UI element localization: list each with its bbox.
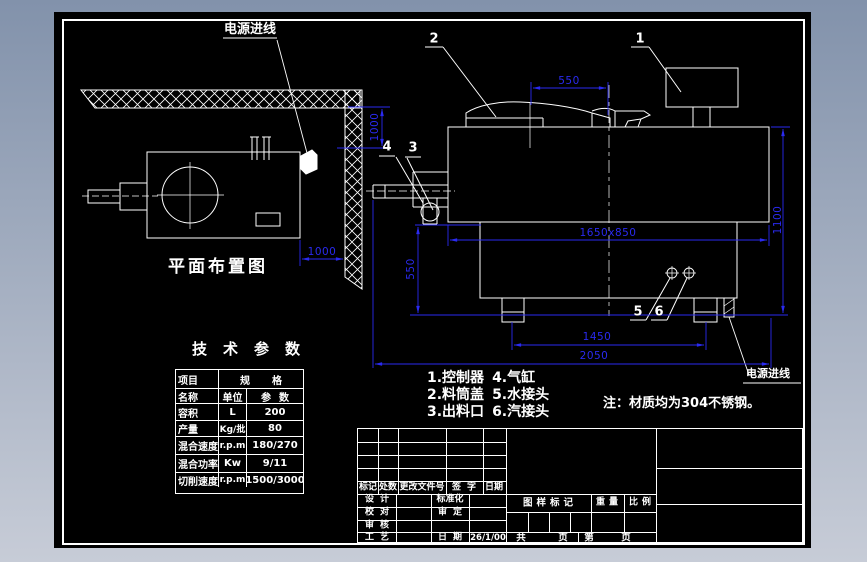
dim-feet-span: 1450 bbox=[582, 330, 612, 343]
param-value: 180/270 bbox=[246, 436, 303, 454]
rev-sign-label: 签字 bbox=[451, 482, 483, 493]
callout-6: 6 bbox=[654, 304, 664, 320]
title-block: 标记 处数 更改文件号 签字 日期 设计 标准化 校对 审定 审核 工艺 日期 … bbox=[357, 428, 804, 544]
param-unit: r.p.m bbox=[218, 472, 246, 487]
dim-wall-clearance: 1000 bbox=[368, 112, 381, 142]
param-unit: L bbox=[218, 403, 246, 420]
callout-4: 4 bbox=[382, 139, 392, 155]
check-label: 校对 bbox=[364, 507, 396, 518]
process-label: 工艺 bbox=[364, 532, 396, 543]
param-unit: r.p.m bbox=[218, 436, 246, 454]
params-table-title: 技术参数 bbox=[192, 340, 317, 358]
dim-base-height: 550 bbox=[404, 258, 417, 280]
part-label-2: 2.料筒盖 bbox=[427, 387, 485, 403]
param-name: 切削速度 bbox=[176, 472, 218, 487]
param-value: 9/11 bbox=[246, 454, 303, 472]
power-inlet-label-right: 电源进线 bbox=[746, 367, 790, 380]
dim-body-height: 1100 bbox=[771, 205, 784, 235]
plan-view-title: 平面布置图 bbox=[168, 257, 268, 277]
params-header-unit: 单位 bbox=[218, 388, 246, 403]
params-header-param: 参数 bbox=[246, 388, 303, 403]
param-unit: Kg/批 bbox=[218, 420, 246, 436]
param-name: 混合速度 bbox=[176, 436, 218, 454]
part-label-6: 6.汽接头 bbox=[492, 404, 550, 420]
part-label-1: 1.控制器 bbox=[427, 370, 485, 386]
stamp-mark-label: 图样标记 bbox=[522, 497, 578, 509]
rev-doc-label: 更改文件号 bbox=[399, 482, 445, 493]
date-value: 26/1/00 bbox=[470, 532, 506, 543]
power-inlet-label-top: 电源进线 bbox=[224, 22, 277, 37]
dim-body-size: 1650x850 bbox=[579, 226, 637, 239]
pages-total-label: 共 bbox=[516, 532, 526, 544]
weight-label: 重量 bbox=[595, 497, 623, 508]
param-value: 80 bbox=[246, 420, 303, 436]
params-header-name: 名称 bbox=[176, 388, 218, 403]
dim-overall-length: 2050 bbox=[579, 349, 609, 362]
material-note: 注：材质均为304不锈钢。 bbox=[603, 396, 761, 411]
parts-legend-line-3: 3.出料口 6.汽接头 bbox=[427, 405, 549, 419]
date-label: 日期 bbox=[437, 532, 469, 543]
param-value: 200 bbox=[246, 403, 303, 420]
part-label-5: 5.水接头 bbox=[492, 387, 550, 403]
param-value: 1500/3000 bbox=[246, 472, 303, 487]
drawing-border-frame bbox=[62, 19, 805, 545]
params-header-item: 项目 bbox=[178, 375, 198, 387]
param-name: 混合功率 bbox=[176, 454, 218, 472]
approve-label: 审定 bbox=[437, 507, 469, 518]
params-table: 项目 规格 名称 单位 参数 容积 L 200 产量 Kg/批 80 混合速度 … bbox=[175, 369, 304, 494]
param-unit: Kw bbox=[218, 454, 246, 472]
part-label-4: 4.气缸 bbox=[492, 370, 536, 386]
standardize-label: 标准化 bbox=[436, 494, 464, 505]
dim-plan-clearance: 1000 bbox=[307, 245, 337, 258]
param-name: 产量 bbox=[176, 420, 218, 436]
param-name: 容积 bbox=[176, 403, 218, 420]
parts-legend-line-2: 2.料筒盖 5.水接头 bbox=[427, 388, 549, 402]
rev-date-label: 日期 bbox=[484, 482, 504, 493]
pages-no-label: 第 bbox=[584, 532, 594, 544]
pages-total-unit: 页 bbox=[558, 532, 568, 544]
callout-3: 3 bbox=[408, 140, 418, 156]
rev-count-label: 处数 bbox=[378, 482, 398, 493]
scale-label: 比例 bbox=[628, 497, 656, 508]
review-label: 审核 bbox=[364, 520, 396, 531]
pages-no-unit: 页 bbox=[621, 532, 631, 544]
dim-lid-width: 550 bbox=[558, 74, 580, 87]
rev-mark-label: 标记 bbox=[358, 482, 378, 493]
callout-2: 2 bbox=[429, 31, 439, 47]
params-header-spec: 规格 bbox=[218, 370, 303, 388]
parts-legend-line-1: 1.控制器 4.气缸 bbox=[427, 371, 535, 385]
callout-1: 1 bbox=[635, 31, 645, 47]
part-label-3: 3.出料口 bbox=[427, 404, 485, 420]
callout-5: 5 bbox=[633, 304, 643, 320]
design-label: 设计 bbox=[364, 494, 396, 505]
